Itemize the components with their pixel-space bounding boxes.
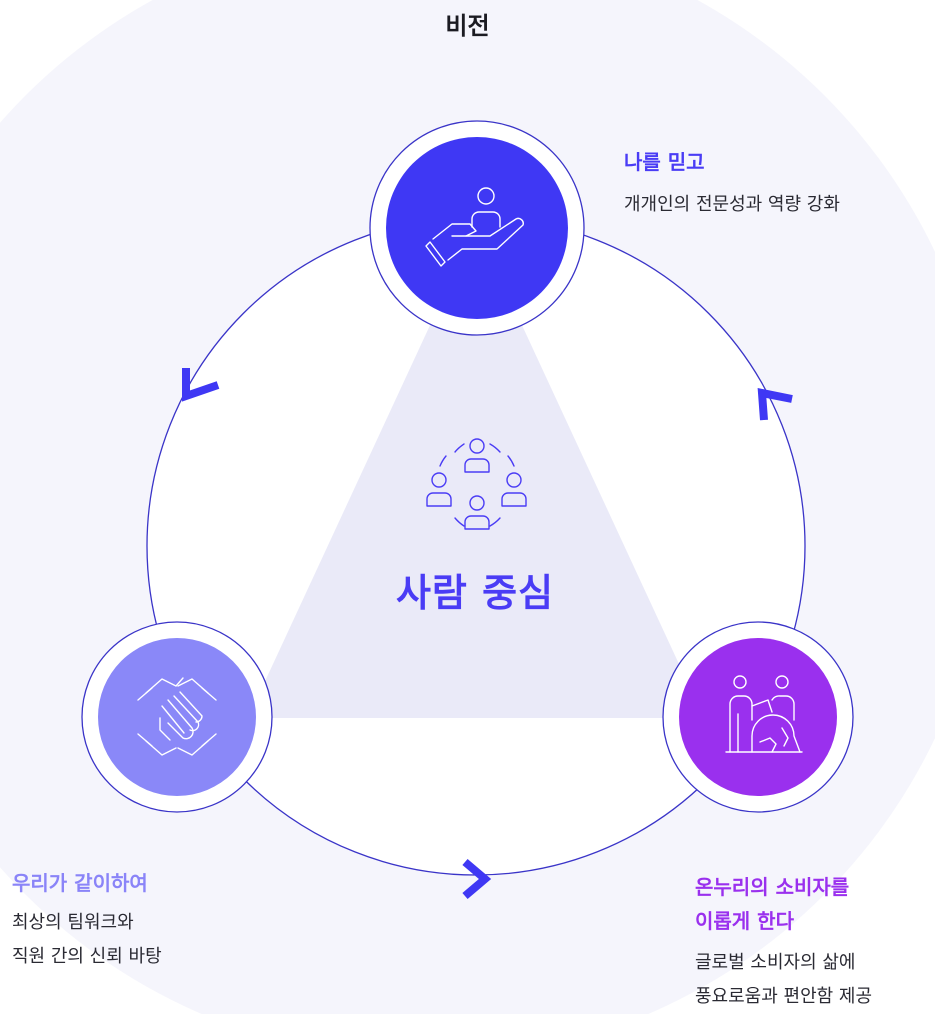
node-right-title: 온누리의 소비자를 이롭게 한다	[695, 870, 849, 938]
node-right	[662, 621, 854, 813]
stacked-hands-icon	[137, 677, 217, 756]
node-left-desc: 최상의 팀워크와 직원 간의 신뢰 바탕	[12, 906, 162, 974]
node-top-title: 나를 믿고	[624, 150, 705, 174]
people-globe-icon	[725, 675, 803, 753]
node-left	[81, 621, 273, 813]
arrow-right-icon	[757, 388, 793, 421]
node-right-desc: 글로벌 소비자의 삶에 풍요로움과 편안함 제공	[695, 946, 872, 1014]
node-right-desc-line-1: 글로벌 소비자의 삶에	[695, 952, 856, 973]
node-top-desc: 개개인의 전문성과 역량 강화	[624, 194, 840, 215]
people-circle-icon	[426, 438, 527, 530]
arrow-left-icon	[182, 368, 220, 402]
hand-holding-person-icon	[425, 187, 524, 267]
node-left-desc-line-2: 직원 간의 신뢰 바탕	[12, 946, 162, 967]
node-right-title-line-1: 온누리의 소비자를	[695, 875, 850, 899]
page-title: 비전	[445, 12, 490, 40]
node-right-desc-line-2: 풍요로움과 편안함 제공	[695, 986, 873, 1007]
arrow-bottom-icon	[462, 858, 492, 900]
node-top	[369, 120, 585, 336]
node-left-desc-line-1: 최상의 팀워크와	[12, 912, 134, 933]
node-right-title-line-2: 이롭게 한다	[695, 909, 794, 933]
node-left-title: 우리가 같이하여	[12, 871, 148, 895]
center-label: 사람 중심	[395, 571, 555, 615]
